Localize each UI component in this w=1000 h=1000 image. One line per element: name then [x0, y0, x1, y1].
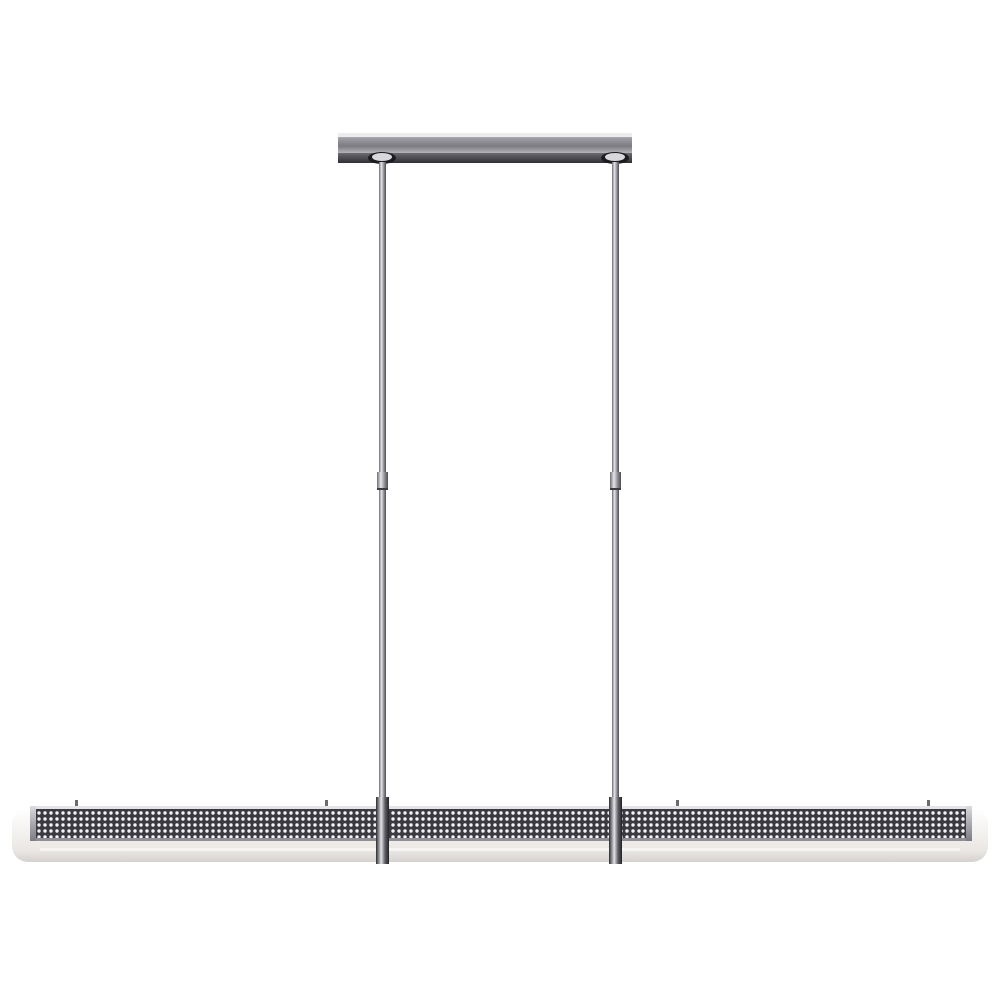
rod-mount-left: [368, 152, 396, 164]
light-bar: [12, 806, 988, 862]
bar-clamp-right: [609, 806, 622, 864]
suspension-rod-right: [610, 162, 621, 802]
perforated-shell: [34, 806, 968, 840]
rod-mount-right: [601, 152, 629, 164]
ceiling-canopy: [338, 133, 632, 163]
top-pins: [75, 800, 930, 809]
bar-clamp-left: [376, 806, 389, 864]
suspension-rod-left: [377, 162, 388, 802]
